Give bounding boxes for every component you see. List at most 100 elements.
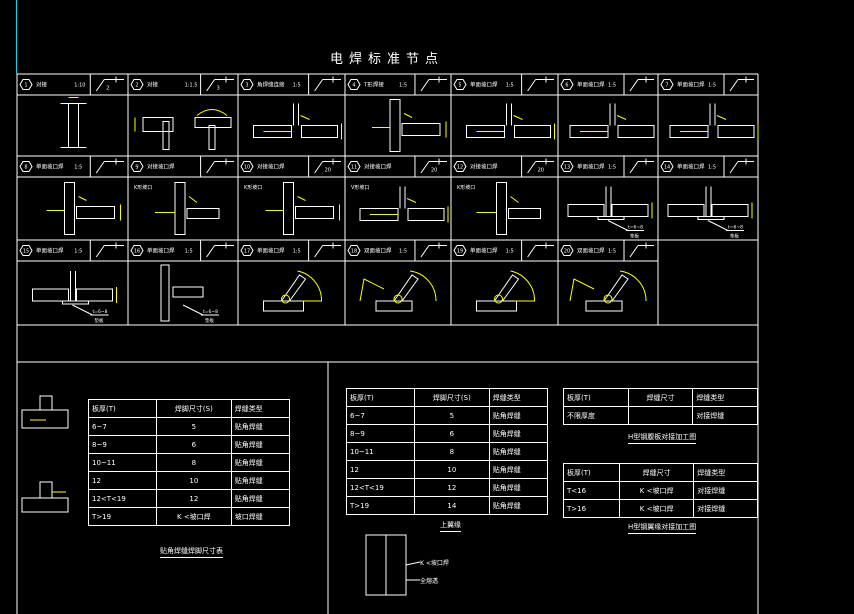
plate [263,300,304,312]
table-cell: 12 [413,478,490,497]
column-header: 板厚(T) [346,388,415,407]
detail-number: 8 [24,165,27,171]
plate [375,300,413,312]
detail-number: 1 [24,83,27,89]
table-cell: 10 [413,460,490,479]
detail-number: 3 [245,83,248,89]
weld-bead [393,294,403,304]
plate [717,125,755,138]
plate [68,103,79,148]
detail-scale: 1:5 [708,165,716,171]
detail-number-hexagon [19,245,33,256]
detail-number-hexagon [453,79,467,90]
table-cell: 12 [155,489,232,508]
weld-symbol-size: 20 [431,168,437,174]
detail-number-hexagon [453,245,467,256]
detail-number: 16 [134,249,140,255]
plate [401,123,441,136]
table-header: 板厚(T)焊脚尺寸(S)焊缝类型 [346,388,549,407]
groove-note: K形坡口 [244,184,262,191]
table-cell: T<16 [562,481,621,500]
bevel-angle-arc [196,109,228,116]
plate [76,206,115,219]
bevel-angle [78,196,87,201]
bevel-angle [403,113,413,118]
detail-name: 单面坡口焊 [677,163,705,171]
detail-number: 11 [351,165,357,171]
table-cell: 贴角焊缝 [488,424,549,443]
plate [496,182,507,235]
detail-number-hexagon [130,161,144,172]
bevel-angle [406,198,417,203]
web-butt-table: 板厚(T)焊缝尺寸焊缝类型不限厚度对接焊缝 [563,388,758,425]
detail-number: 20 [564,249,570,255]
table-cell: 10~11 [346,442,415,461]
backing-thickness: t=6~8 [628,225,643,231]
backing-thickness: t=6~8 [728,225,743,231]
detail-name: 单面坡口焊 [257,247,285,255]
plate [162,121,170,150]
table-cell: 对接焊缝 [693,481,758,500]
detail-number-hexagon [560,79,574,90]
detail-number-hexagon [130,79,144,90]
detail-scale: 1:5 [399,83,407,89]
plate [407,208,445,221]
table-header: 板厚(T)焊缝尺寸焊缝类型 [563,388,758,407]
top-flange-caption: 上翼缘 [440,520,461,532]
plate [611,204,649,217]
detail-number-hexagon [560,245,574,256]
table-cell: K <坡口焊 [619,499,695,518]
table-cell: 5 [155,417,232,436]
table-row: 不限厚度对接焊缝 [563,406,758,425]
detail-number-hexagon [240,161,254,172]
plate [160,264,170,322]
detail-scale: 1:5 [399,249,407,255]
bevel-angle-arc [510,270,536,302]
weld-symbol-leader [95,245,105,258]
table-cell: K <坡口焊 [619,481,695,500]
plate [142,117,174,132]
bevel-angle-arc [297,270,323,302]
weld-symbol-leader [729,161,739,174]
inclined-plate [281,274,307,302]
right-bevel-arc [619,270,647,302]
line [707,220,729,231]
backing-thickness: t=6~8 [203,309,218,315]
page-title: 电焊标准节点 [330,52,445,67]
detail-name: 对接坡口焊 [364,163,392,171]
weld-symbol-leader [95,161,105,174]
detail-number: 13 [564,165,570,171]
flange-butt-caption: H型钢翼缘对接加工图 [628,522,697,534]
table-cell: 贴角焊缝 [488,496,549,515]
table-cell: 8 [413,442,490,461]
table-cell [627,406,694,425]
table-cell: T>16 [562,499,621,518]
column-header: 焊脚尺寸(S) [155,399,232,418]
table-cell: 贴角焊缝 [230,417,291,436]
left-bevel-arc [359,278,385,302]
table-cell: 8~9 [88,435,157,454]
detail-number-hexagon [453,161,467,172]
detail-number: 18 [351,249,357,255]
detail-name: 单面坡口焊 [470,247,498,255]
detail-name: 对接 [36,81,48,89]
plate [389,99,401,152]
plate [295,206,334,219]
detail-number: 7 [665,83,668,89]
table-cell: 贴角焊缝 [230,489,291,508]
detail-number: 15 [23,249,29,255]
weld-symbol-leader [629,161,639,174]
web-butt-caption: H型钢腹板对接加工图 [628,432,697,444]
detail-number-hexagon [660,79,674,90]
detail-number: 12 [457,165,463,171]
line [72,304,93,316]
